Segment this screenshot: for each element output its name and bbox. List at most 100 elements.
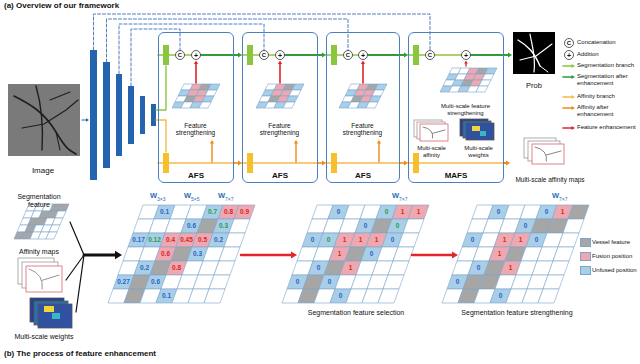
grid-cell — [563, 219, 584, 233]
skip-connection — [107, 19, 349, 62]
legend-swatch — [580, 266, 591, 275]
vessel-sketch — [546, 151, 561, 155]
cell-value: 1 — [338, 251, 342, 258]
symbol-letter: C — [346, 52, 350, 58]
arrow-head — [294, 140, 298, 144]
cell-value: 0 — [311, 237, 315, 244]
connector — [318, 53, 326, 58]
legend-text: Affinity branch — [577, 93, 638, 100]
cell-value: 0.2 — [214, 237, 223, 244]
affinity-map — [420, 124, 448, 141]
weight-patch — [52, 313, 60, 319]
grid-cell — [369, 96, 381, 102]
affinity-arrow — [295, 143, 296, 162]
concat-symbol — [176, 51, 185, 60]
segmentation-line — [196, 54, 234, 56]
grid-cell — [209, 275, 230, 289]
vessel-sketch — [423, 127, 433, 138]
cell-value: 0.3 — [219, 223, 228, 230]
arrow-head — [464, 61, 468, 64]
weight-subscript: 3×3 — [157, 197, 165, 202]
legend-line — [563, 127, 572, 129]
enhancement-arrow — [195, 63, 197, 83]
cell-value: 0.6 — [187, 223, 196, 230]
cell-value: 0 — [471, 237, 475, 244]
panel-caption: (b) The process of feature enhancement — [4, 350, 156, 358]
arrow-head — [506, 161, 510, 166]
encoder-layer — [116, 74, 122, 156]
grid-cell — [375, 84, 387, 90]
vessel-sketch — [42, 275, 59, 280]
affinity-map — [26, 266, 62, 292]
affinity-feature-bar — [247, 153, 253, 173]
cell-value: 1 — [375, 237, 379, 244]
grid-cell — [283, 102, 295, 108]
cell-value: 0.8 — [172, 265, 181, 272]
vessel — [50, 92, 70, 100]
probability-map: Prob — [512, 30, 556, 92]
concat-symbol — [344, 51, 353, 60]
symbol-letter: C — [178, 52, 182, 58]
multiscale-strengthening-block: Multi-scale feature strengthening — [432, 64, 500, 118]
affinity-feature-bar — [331, 153, 337, 173]
cell-value: 0 — [328, 279, 332, 286]
cell-value: 1 — [509, 265, 513, 272]
cell-value: 1 — [417, 209, 421, 216]
connector — [234, 53, 242, 58]
vessel — [36, 86, 43, 150]
arrow-head — [291, 251, 297, 258]
connector — [400, 53, 408, 58]
symbol-letter: + — [278, 52, 282, 59]
grid-cell — [383, 275, 404, 289]
cell-value: 1 — [498, 251, 502, 258]
affinity-arrow — [211, 143, 212, 162]
legend-line — [563, 96, 572, 98]
legend-text: Affinity after enhancement — [577, 104, 638, 118]
cell-value: 0 — [385, 209, 389, 216]
symbol-letter: C — [428, 52, 432, 58]
grid-cell — [55, 211, 66, 218]
enhancement-arrow — [241, 254, 292, 257]
feature-strengthening-block: Feature strengthening — [252, 80, 308, 138]
legend-text: Feature enhancement — [577, 124, 638, 131]
legend-symbol — [565, 51, 574, 60]
arrow-head — [572, 126, 576, 130]
merge-line — [76, 255, 84, 312]
arrow-head — [210, 140, 214, 144]
grid-cell — [292, 84, 304, 90]
grid-cell — [49, 225, 60, 232]
grid-cell — [403, 219, 424, 233]
grid-cell — [202, 96, 214, 102]
connector — [234, 161, 242, 166]
merge-arrow — [84, 254, 116, 257]
grid-cell — [558, 233, 579, 247]
merge-line — [70, 222, 84, 255]
cell-value: 1 — [561, 209, 565, 216]
affinity-line — [408, 162, 504, 164]
legend-text: Addition — [577, 51, 638, 58]
grid-cell — [234, 205, 255, 219]
weight-symbol: W — [184, 192, 191, 200]
node-text: Segmentation feature strengthening — [461, 309, 572, 317]
concat-symbol — [260, 51, 269, 60]
node-text: Image — [32, 166, 54, 175]
grid-cell — [58, 204, 69, 211]
enhancement-arrow — [362, 63, 364, 83]
symbol-letter: + — [361, 52, 365, 59]
grid-cell — [204, 289, 225, 303]
concat-symbol — [426, 51, 435, 60]
cell-value: 0.17 — [132, 237, 145, 244]
symbol-letter: + — [567, 52, 571, 59]
feature-strengthening-block: Feature strengthening — [336, 80, 390, 138]
node-text: MAFS — [445, 171, 468, 180]
grid-cell — [289, 90, 301, 96]
symbol-letter: + — [464, 52, 468, 59]
cell-value: 0.7 — [208, 209, 217, 216]
arrow-head — [278, 61, 282, 65]
cell-value: 1 — [519, 237, 523, 244]
weight-subscript: 7×7 — [225, 197, 233, 202]
legend-line — [563, 65, 572, 67]
weight-subscript: 7×7 — [399, 197, 407, 202]
add-symbol — [276, 51, 285, 60]
